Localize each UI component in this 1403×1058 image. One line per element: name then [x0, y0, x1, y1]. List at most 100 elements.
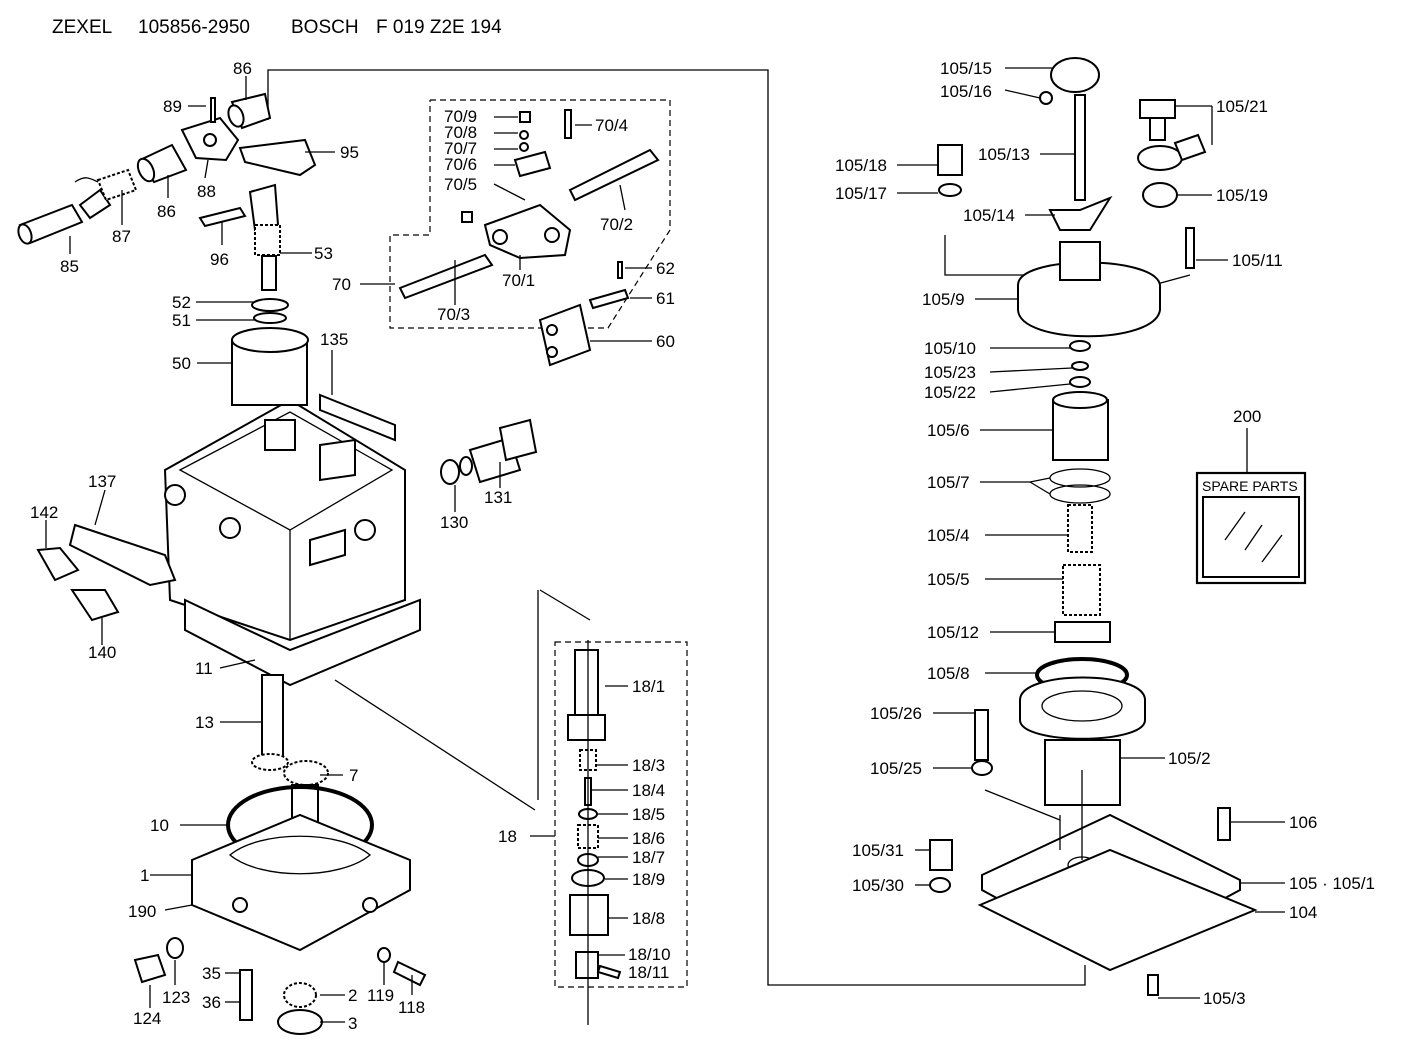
- part-label: 105/15: [940, 59, 992, 78]
- side-components: [36, 418, 538, 622]
- part-label: 119: [367, 986, 394, 1005]
- part-label: 7: [349, 766, 358, 785]
- part-label: 70/8: [444, 123, 477, 142]
- header: ZEXEL 105856-2950 BOSCH F 019 Z2E 194: [52, 17, 502, 38]
- brand-name: ZEXEL: [52, 17, 112, 38]
- part-label: 11: [195, 659, 213, 678]
- governor-housing: [163, 298, 421, 687]
- part-label: 105/19: [1216, 186, 1268, 205]
- part-label: 70/5: [444, 175, 477, 194]
- part-label: 105/30: [852, 876, 904, 895]
- part-label: 105/14: [963, 206, 1015, 225]
- part-label: 2: [348, 986, 357, 1005]
- part-label: 89: [163, 97, 182, 116]
- part-label: 130: [440, 513, 468, 532]
- part-label: 105/26: [870, 704, 922, 723]
- leader-lines: [45, 67, 1285, 1023]
- part-label: 105/25: [870, 759, 922, 778]
- zexel-part-number: 105856-2950: [138, 17, 250, 38]
- part-label: 51: [172, 311, 191, 330]
- part-label: 105/10: [924, 339, 976, 358]
- part-label: 105/21: [1216, 97, 1268, 116]
- part-label: 105/8: [927, 664, 970, 683]
- part-label: 35: [202, 964, 221, 983]
- part-label: 105/23: [924, 363, 976, 382]
- part-label: 88: [197, 182, 216, 201]
- part-label: 70: [332, 275, 351, 294]
- part-label: 3: [348, 1014, 357, 1033]
- bosch-part-number: F 019 Z2E 194: [376, 17, 502, 38]
- part-label: 70/3: [437, 305, 470, 324]
- part-label: 105/5: [927, 570, 970, 589]
- part-label: 18/1: [632, 677, 665, 696]
- spare-parts-number: 200: [1233, 407, 1261, 426]
- spare-parts-box: SPARE PARTS 200: [1195, 407, 1307, 585]
- part-label: 52: [172, 293, 191, 312]
- part-label: 18/5: [632, 805, 665, 824]
- part-label: 18/6: [632, 829, 665, 848]
- part-label: 105/9: [922, 290, 965, 309]
- part-label: 137: [88, 472, 116, 491]
- plunger-group-18: [554, 640, 688, 1025]
- part-label: 70/6: [444, 155, 477, 174]
- pump-base: [133, 674, 427, 1035]
- part-label: 131: [484, 488, 512, 507]
- part-label: 140: [88, 643, 116, 662]
- part-label: 10: [150, 816, 169, 835]
- part-label: 105/12: [927, 623, 979, 642]
- part-label: 105/7: [927, 473, 970, 492]
- part-label: 70/9: [444, 107, 477, 126]
- part-label: 123: [162, 988, 190, 1007]
- part-label: 61: [656, 289, 675, 308]
- part-label: 36: [202, 993, 221, 1012]
- part-label: 18: [498, 827, 517, 846]
- part-label: 87: [112, 227, 131, 246]
- governor-linkage-group: [17, 92, 317, 291]
- part-label: 135: [320, 330, 348, 349]
- part-label: 105/13: [978, 145, 1030, 164]
- part-label: 85: [60, 257, 79, 276]
- part-label: 70/1: [502, 271, 535, 290]
- part-label: 105/22: [924, 383, 976, 402]
- maker-name: BOSCH: [291, 17, 359, 38]
- part-label: 104: [1289, 903, 1317, 922]
- part-label: 50: [172, 354, 191, 373]
- part-label: 18/3: [632, 756, 665, 775]
- spare-parts-label: SPARE PARTS: [1202, 478, 1298, 494]
- part-label: 18/11: [628, 963, 669, 982]
- part-label: 105 · 105/1: [1289, 874, 1375, 893]
- part-label: 105/17: [835, 184, 887, 203]
- part-label: 53: [314, 244, 333, 263]
- part-label: 105/3: [1203, 989, 1246, 1008]
- part-label: 142: [30, 503, 58, 522]
- lever-assembly-70: [389, 99, 671, 367]
- part-label: 86: [233, 59, 252, 78]
- part-label: 18/8: [632, 909, 665, 928]
- part-label: 190: [128, 902, 156, 921]
- part-label: 62: [656, 259, 675, 278]
- part-label: 95: [340, 143, 359, 162]
- part-label: 105/2: [1168, 749, 1211, 768]
- part-label: 124: [133, 1009, 161, 1028]
- part-label: 18/7: [632, 848, 665, 867]
- part-label: 18/10: [628, 945, 671, 964]
- part-label: 86: [157, 202, 176, 221]
- part-label: 18/9: [632, 870, 665, 889]
- part-label: 105/31: [852, 841, 904, 860]
- part-label: 105/18: [835, 156, 887, 175]
- part-label: 96: [210, 250, 229, 269]
- pressure-valve-group: [929, 57, 1258, 996]
- part-label: 1: [140, 866, 149, 885]
- part-label: 13: [195, 713, 214, 732]
- part-label: 118: [398, 998, 425, 1017]
- part-label: 18/4: [632, 781, 665, 800]
- part-label: 105/11: [1232, 251, 1283, 270]
- part-label: 70/7: [444, 139, 477, 158]
- part-label: 60: [656, 332, 675, 351]
- part-label: 106: [1289, 813, 1317, 832]
- part-label: 105/6: [927, 421, 970, 440]
- part-label: 105/16: [940, 82, 992, 101]
- part-label: 105/4: [927, 526, 970, 545]
